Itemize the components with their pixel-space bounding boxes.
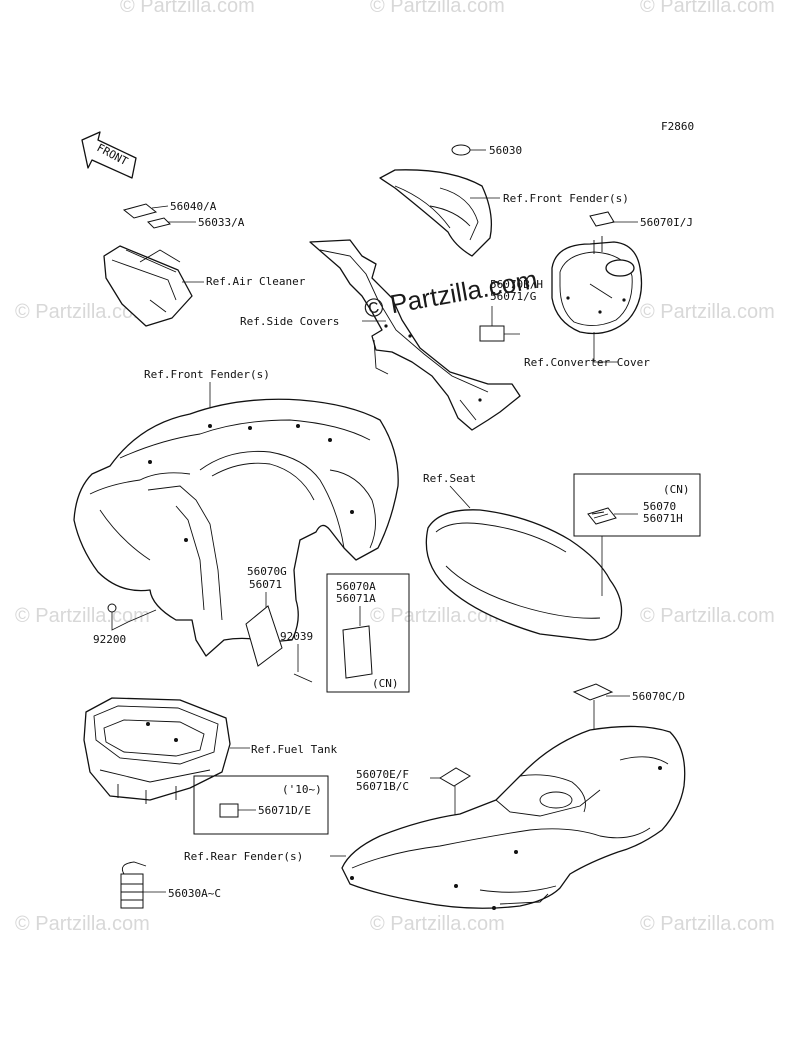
watermark-text: © Partzilla.com bbox=[640, 0, 775, 17]
part-number-56033a: 56033/A bbox=[198, 216, 245, 229]
decal-56030 bbox=[451, 144, 471, 156]
part-number-56071de: 56071D/E bbox=[258, 804, 311, 817]
decal-56033a bbox=[147, 217, 171, 229]
part-number-56070cd: 56070C/D bbox=[632, 690, 685, 703]
decal-56070ef bbox=[439, 767, 471, 787]
label-cn-top: (CN) bbox=[663, 483, 690, 496]
part-number-56070a: 56070A bbox=[336, 580, 376, 593]
watermark-text: © Partzilla.com bbox=[15, 301, 150, 323]
label-ref-rear-fender: Ref.Rear Fender(s) bbox=[184, 850, 303, 863]
part-number-56071bc: 56071B/C bbox=[356, 780, 409, 793]
decal-56070bh bbox=[479, 325, 505, 342]
part-number-56071: 56071 bbox=[249, 578, 282, 591]
fuel-tank-part bbox=[83, 697, 231, 804]
part-number-56070: 56070 bbox=[643, 500, 676, 513]
decal-56070a bbox=[342, 625, 373, 679]
label-ref-air-cleaner: Ref.Air Cleaner bbox=[206, 275, 306, 288]
figure-code: F2860 bbox=[661, 120, 694, 133]
watermark-text: © Partzilla.com bbox=[15, 913, 150, 935]
watermark-brand: © Partzilla.com bbox=[362, 264, 540, 324]
watermark-text: © Partzilla.com bbox=[15, 605, 150, 627]
year-decal-box bbox=[193, 775, 329, 835]
rear-fender-part bbox=[341, 725, 686, 910]
watermark-text: © Partzilla.com bbox=[640, 913, 775, 935]
part-number-56070g: 56070G bbox=[247, 565, 287, 578]
label-ref-fuel-tank: Ref.Fuel Tank bbox=[251, 743, 337, 756]
part-number-56030ac: 56030A~C bbox=[168, 887, 221, 900]
converter-cover-part bbox=[551, 236, 643, 335]
part-number-56071h: 56071H bbox=[643, 512, 683, 525]
label-ref-front-fender-main: Ref.Front Fender(s) bbox=[144, 368, 270, 381]
seat-part bbox=[425, 509, 623, 641]
front-fender-main-part bbox=[73, 398, 399, 657]
label-ref-seat: Ref.Seat bbox=[423, 472, 476, 485]
front-fender-upper-part bbox=[379, 169, 493, 257]
label-ref-side-covers: Ref.Side Covers bbox=[240, 315, 339, 328]
part-number-56071a: 56071A bbox=[336, 592, 376, 605]
watermark-text: © Partzilla.com bbox=[370, 605, 505, 627]
watermark-text: © Partzilla.com bbox=[120, 0, 255, 17]
decal-56070ij bbox=[589, 211, 615, 227]
cn-decal-box bbox=[326, 573, 410, 693]
decal-56040a bbox=[122, 203, 158, 219]
part-number-56030: 56030 bbox=[489, 144, 522, 157]
part-number-92039: 92039 bbox=[280, 630, 313, 643]
part-number-56070ef: 56070E/F bbox=[356, 768, 409, 781]
decal-56071de bbox=[219, 803, 239, 818]
label-cn-bottom: (CN) bbox=[372, 677, 399, 690]
label-ref-converter-cover: Ref.Converter Cover bbox=[524, 356, 650, 369]
watermark-text: © Partzilla.com bbox=[370, 913, 505, 935]
tag-56030ac bbox=[120, 861, 147, 909]
part-number-92200: 92200 bbox=[93, 633, 126, 646]
front-arrow-icon: FRONT bbox=[81, 131, 137, 179]
watermark-text: © Partzilla.com bbox=[640, 605, 775, 627]
watermarks: © Partzilla.com © Partzilla.com © Partzi… bbox=[15, 0, 775, 935]
decal-56070g bbox=[245, 605, 283, 667]
watermark-text: © Partzilla.com bbox=[370, 0, 505, 17]
label-ref-front-fender-top: Ref.Front Fender(s) bbox=[503, 192, 629, 205]
decal-56070cd bbox=[572, 683, 614, 701]
part-number-56071g: 56071/G bbox=[490, 290, 536, 303]
fastener-92200 bbox=[107, 603, 117, 613]
air-cleaner-part bbox=[103, 245, 193, 327]
cn-top-decal-box bbox=[573, 473, 701, 537]
part-number-56070bh: 56070B/H bbox=[490, 278, 543, 291]
watermark-text: © Partzilla.com bbox=[640, 301, 775, 323]
label-year-10: ('10~) bbox=[282, 783, 322, 796]
part-number-56070ij: 56070I/J bbox=[640, 216, 693, 229]
part-number-56040a: 56040/A bbox=[170, 200, 217, 213]
